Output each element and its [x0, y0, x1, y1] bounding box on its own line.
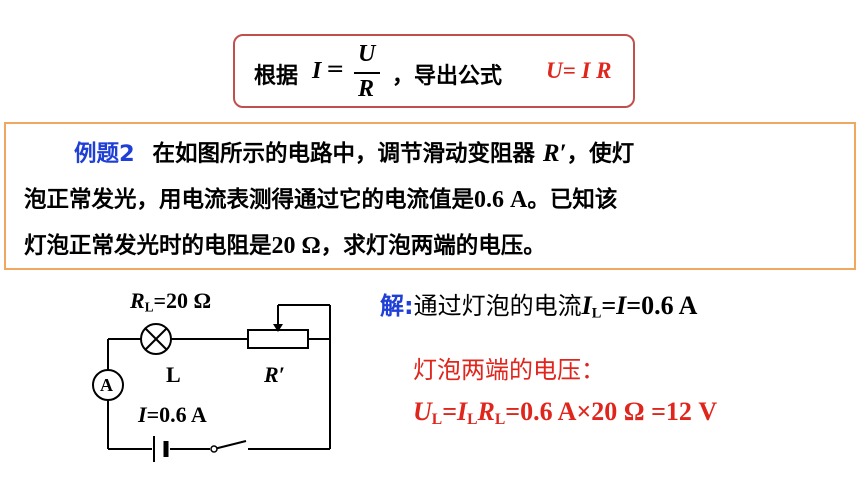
- rheostat-var: R′: [542, 140, 567, 167]
- problem-line-2: 泡正常发光，用电流表测得通过它的电流值是0.6 A。已知该: [24, 187, 618, 213]
- voltage-label: 灯泡两端的电压：: [413, 356, 605, 384]
- rheostat-icon: [247, 329, 309, 349]
- problem-line-3: 灯泡正常发光时的电阻是20 Ω，求灯泡两端的电压。: [24, 233, 546, 259]
- switch-icon: [213, 440, 247, 450]
- formula-equals: =: [326, 57, 345, 82]
- rl-label: RL=20 Ω: [130, 288, 212, 315]
- formula-prefix: 根据: [254, 64, 299, 89]
- switch-contact-dot: [210, 445, 218, 453]
- ammeter-label: A: [100, 375, 113, 395]
- solution-line-1: 解:通过灯泡的电流IL=I=0.6 A: [380, 291, 698, 322]
- lamp-icon: [140, 323, 172, 355]
- problem-box: 例题2 在如图所示的电路中，调节滑动变阻器 R′，使灯 泡正常发光，用电流表测得…: [4, 122, 856, 270]
- lamp-label: L: [166, 362, 181, 387]
- formula-middle: ，导出公式: [392, 64, 503, 89]
- problem-line-1: 例题2 在如图所示的电路中，调节滑动变阻器 R′，使灯: [74, 140, 635, 167]
- solution-formula: UL=ILRL=0.6 A×20 Ω =12 V: [413, 397, 718, 428]
- formula-i-var: I: [312, 58, 322, 84]
- slider-arrow-icon: [273, 324, 283, 332]
- ammeter-icon: [92, 369, 124, 401]
- current-label: I=0.6 A: [138, 402, 207, 427]
- formula-numerator: U: [358, 41, 376, 67]
- solution-label: 解: [380, 292, 404, 320]
- formula-box: [233, 34, 635, 108]
- problem-label: 例题2: [74, 141, 135, 167]
- formula-denominator: R: [358, 76, 375, 102]
- rheostat-label: R′: [264, 362, 285, 387]
- formula-result: U= I R: [546, 58, 612, 83]
- fraction-line: [354, 72, 380, 74]
